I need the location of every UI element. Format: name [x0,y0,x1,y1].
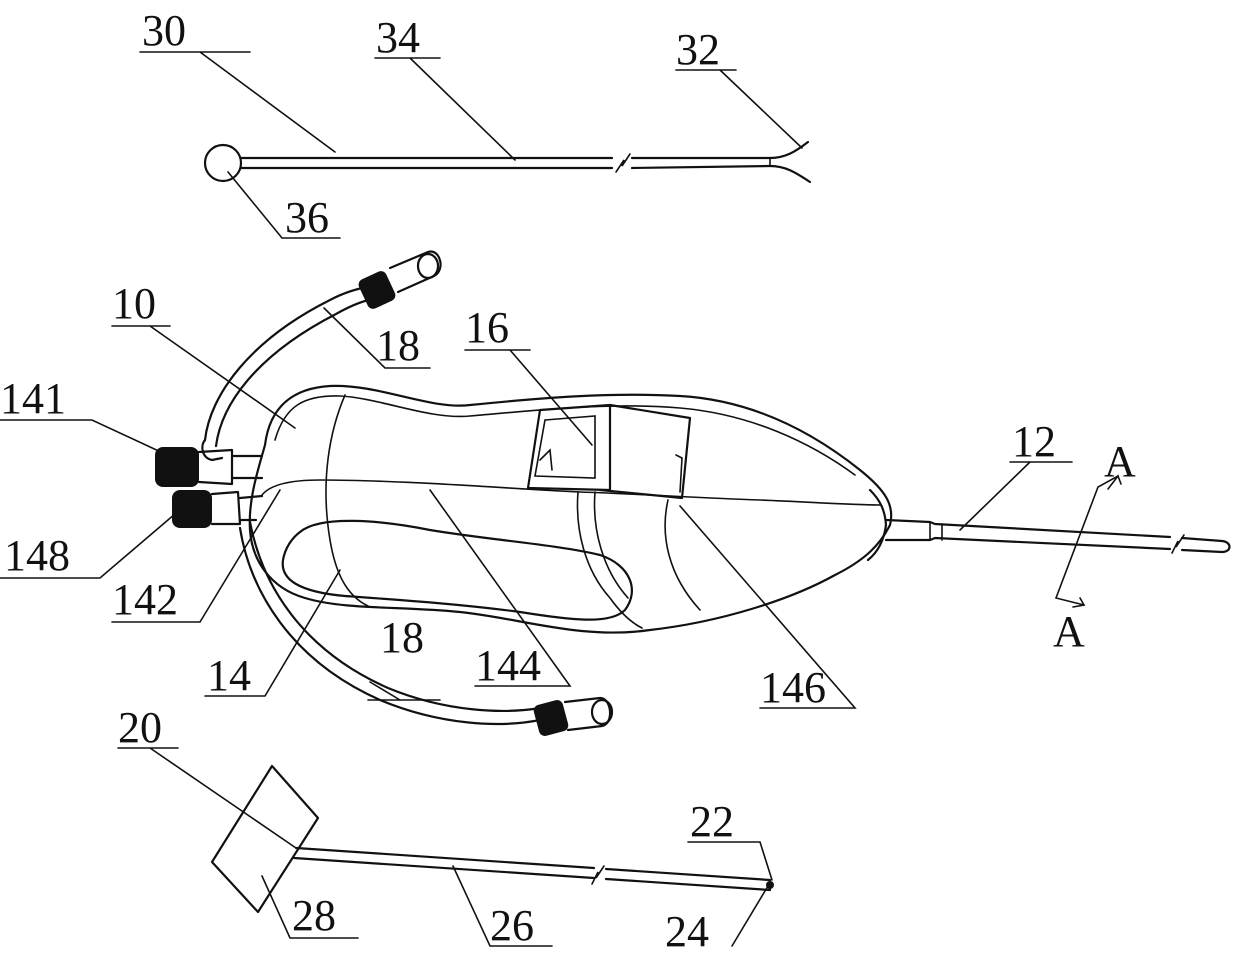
label-14: 14 [207,651,251,700]
label-142: 142 [112,575,178,624]
port-148 [172,490,262,528]
label-10: 10 [112,279,156,328]
label-A-bottom: A [1053,607,1085,656]
component-30 [205,142,810,182]
label-146: 146 [760,663,826,712]
label-30: 30 [142,6,186,55]
label-34: 34 [376,13,420,62]
label-24: 24 [665,907,709,956]
label-A-top: A [1104,437,1136,486]
label-36: 36 [285,193,329,242]
label-141: 141 [0,374,66,423]
rod-26 [296,848,770,880]
label-28: 28 [292,891,336,940]
label-12: 12 [1012,417,1056,466]
label-16: 16 [465,303,509,352]
body-10 [155,252,1230,738]
label-26: 26 [490,901,534,950]
tube-18-lower [240,522,612,737]
label-20: 20 [118,703,162,752]
break-mark-30 [616,154,630,172]
label-22: 22 [690,797,734,846]
port-141 [155,447,262,487]
ball-36 [205,145,241,181]
label-32: 32 [676,25,720,74]
tube-12 [886,520,1230,552]
label-18-lower: 18 [380,613,424,662]
leader-lines [0,52,1121,946]
label-148: 148 [4,531,70,580]
label-18-upper: 18 [376,321,420,370]
label-144: 144 [475,641,541,690]
